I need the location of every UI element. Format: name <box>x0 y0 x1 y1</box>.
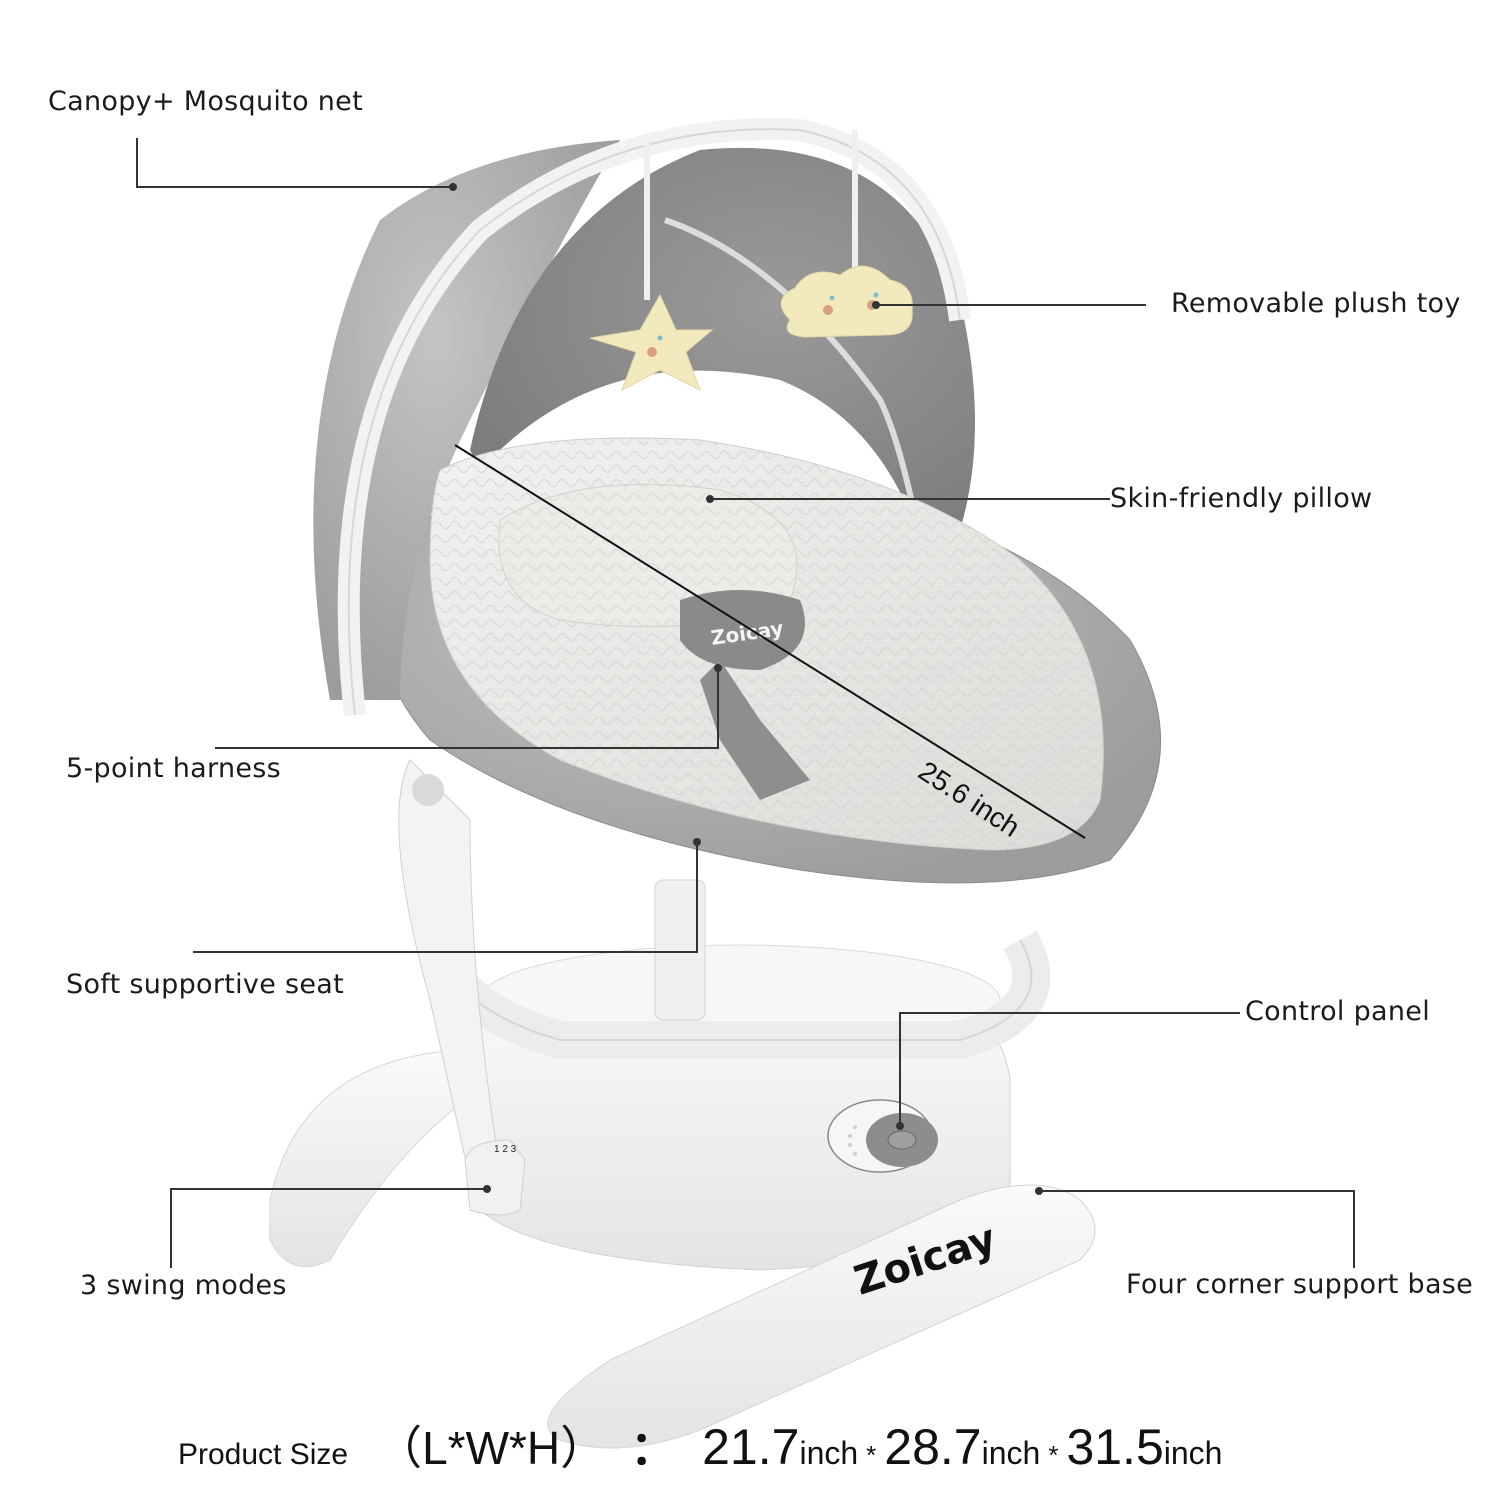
width-value: 28.7 <box>884 1419 982 1475</box>
callout-swing-modes: 3 swing modes <box>80 1270 287 1301</box>
leader-control-panel <box>899 1012 1240 1126</box>
leader-swing-modes <box>170 1188 487 1268</box>
callout-base: Four corner support base <box>1126 1269 1474 1300</box>
cloud-toy <box>780 265 913 338</box>
length-unit: inch <box>799 1435 859 1471</box>
swing-mode-numbers: 1 2 3 <box>494 1144 517 1155</box>
indicator-leds <box>848 1125 857 1156</box>
callout-canopy: Canopy+ Mosquito net <box>48 86 363 117</box>
separator: * <box>866 1440 877 1470</box>
five-point-harness: Zoicay <box>680 590 810 800</box>
leader-seat <box>193 842 698 953</box>
base-front-leg: Zoicay <box>547 1184 1096 1449</box>
leader-harness <box>215 668 719 749</box>
dims-label: （L*W*H） <box>376 1422 607 1474</box>
swing-mode-knob: 1 2 3 <box>464 1139 526 1216</box>
callout-harness: 5-point harness <box>66 753 282 784</box>
width-unit: inch <box>981 1435 1041 1471</box>
dimension-line <box>454 444 1086 839</box>
callout-lines <box>136 138 1355 1268</box>
callout-plush-toy: Removable plush toy <box>1171 288 1461 319</box>
callout-seat: Soft supportive seat <box>66 969 345 1000</box>
canopy <box>313 118 975 717</box>
plush-toys <box>589 130 913 392</box>
dims-colon: ： <box>630 1422 677 1474</box>
leader-base <box>1039 1190 1355 1268</box>
control-panel <box>827 1099 938 1173</box>
swing-frame <box>398 759 1051 1181</box>
callout-pillow: Skin-friendly pillow <box>1110 483 1373 514</box>
length-value: 21.7 <box>702 1419 800 1475</box>
leader-canopy <box>136 138 453 188</box>
product-size-label: Product Size <box>178 1438 349 1471</box>
separator: * <box>1048 1440 1059 1470</box>
star-toy <box>589 293 714 392</box>
callout-control-panel: Control panel <box>1245 996 1430 1027</box>
callout-dots <box>449 183 1043 1195</box>
height-value: 31.5 <box>1066 1419 1164 1475</box>
height-unit: inch <box>1163 1435 1223 1471</box>
product-size-bar: Product Size （L*W*H） ： 21.7 inch * 28.7 … <box>178 1412 1222 1492</box>
